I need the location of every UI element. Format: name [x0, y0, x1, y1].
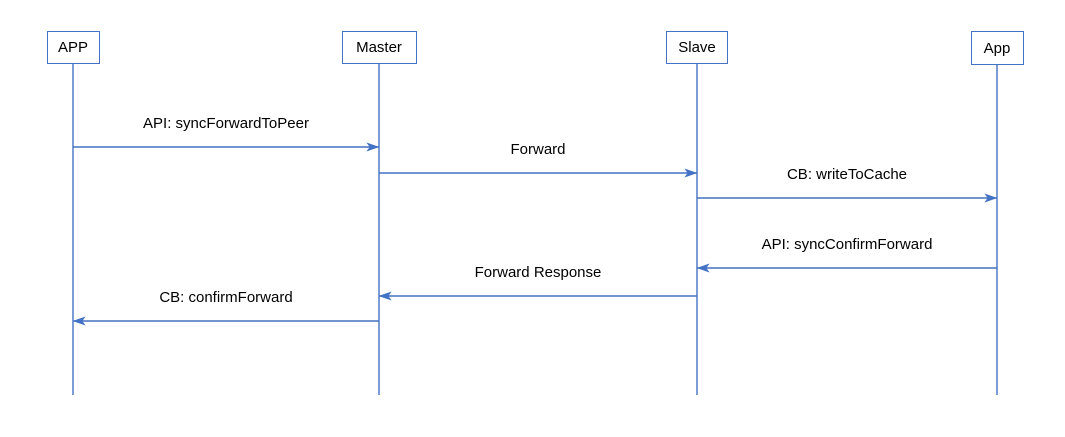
- actor-label-master: Master: [356, 39, 402, 56]
- actor-box-master: Master: [341, 31, 417, 64]
- message-label-0: API: syncForwardToPeer: [143, 115, 309, 132]
- actor-box-app-left: APP: [46, 31, 100, 64]
- actor-label-app-right: App: [983, 39, 1011, 57]
- message-label-2: CB: writeToCache: [786, 166, 908, 183]
- message-label-1: Forward: [510, 141, 566, 158]
- message-label-3: API: syncConfirmForward: [761, 236, 933, 253]
- actor-box-app-right: App: [970, 31, 1024, 65]
- actor-label-app-left: APP: [57, 39, 88, 56]
- message-label-4: Forward Response: [474, 264, 602, 281]
- actor-box-slave: Slave: [666, 31, 728, 64]
- message-label-5: CB: confirmForward: [159, 289, 293, 306]
- actor-label-slave: Slave: [678, 39, 716, 56]
